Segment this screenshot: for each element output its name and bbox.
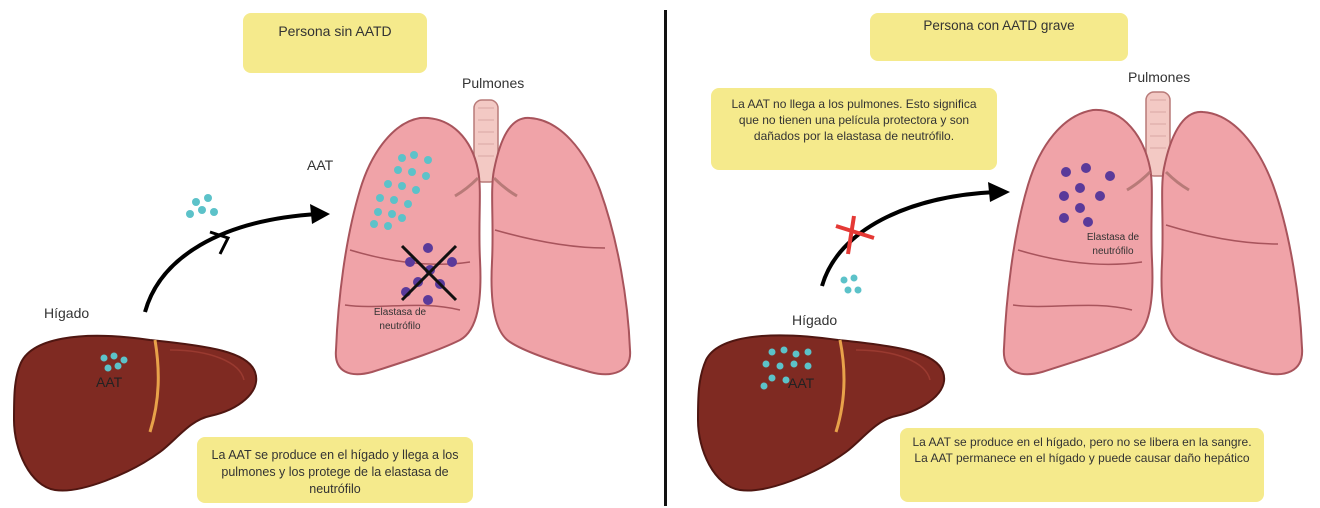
elastase-label: Elastasa de neutrófilo bbox=[1078, 231, 1148, 258]
lungs-label: Pulmones bbox=[1128, 69, 1190, 85]
transport-arrow bbox=[145, 214, 318, 312]
top-note-right: La AAT no llega a los pulmones. Esto sig… bbox=[711, 88, 997, 170]
title-persona-con-aatd: Persona con AATD grave bbox=[870, 13, 1128, 61]
arrowhead bbox=[988, 182, 1010, 202]
blocked-arrow bbox=[822, 192, 996, 286]
aat-particles-near-liver bbox=[841, 275, 862, 294]
liver-aat-tag: AAT bbox=[788, 375, 814, 391]
liver-aat-tag: AAT bbox=[96, 374, 122, 390]
caption-left: La AAT se produce en el hígado y llega a… bbox=[197, 437, 473, 503]
lungs-label: Pulmones bbox=[462, 75, 524, 91]
lung-right-lobe bbox=[1162, 112, 1303, 374]
arrowhead bbox=[310, 204, 330, 224]
lung-right-lobe bbox=[492, 118, 631, 374]
caption-right-line1: La AAT se produce en el hígado, pero no … bbox=[910, 434, 1254, 450]
lung-left-lobe bbox=[336, 118, 481, 374]
liver-label: Hígado bbox=[792, 312, 837, 328]
left-illustration bbox=[0, 0, 660, 508]
aat-label: AAT bbox=[307, 157, 333, 173]
title-persona-sin-aatd: Persona sin AATD bbox=[243, 13, 427, 73]
arrow-chevron bbox=[210, 232, 228, 254]
elastase-label: Elastasa de neutrófilo bbox=[365, 306, 435, 333]
caption-right-line2: La AAT permanece en el hígado y puede ca… bbox=[910, 450, 1254, 466]
aat-particles-floating bbox=[186, 194, 218, 218]
panel-sin-aatd: Persona sin AATD Pulmones AAT Hígado AAT… bbox=[0, 0, 660, 508]
panel-divider bbox=[664, 10, 667, 506]
liver-label: Hígado bbox=[44, 305, 89, 321]
panel-con-aatd: Persona con AATD grave Pulmones La AAT n… bbox=[668, 0, 1320, 508]
caption-right: La AAT se produce en el hígado, pero no … bbox=[900, 428, 1264, 502]
